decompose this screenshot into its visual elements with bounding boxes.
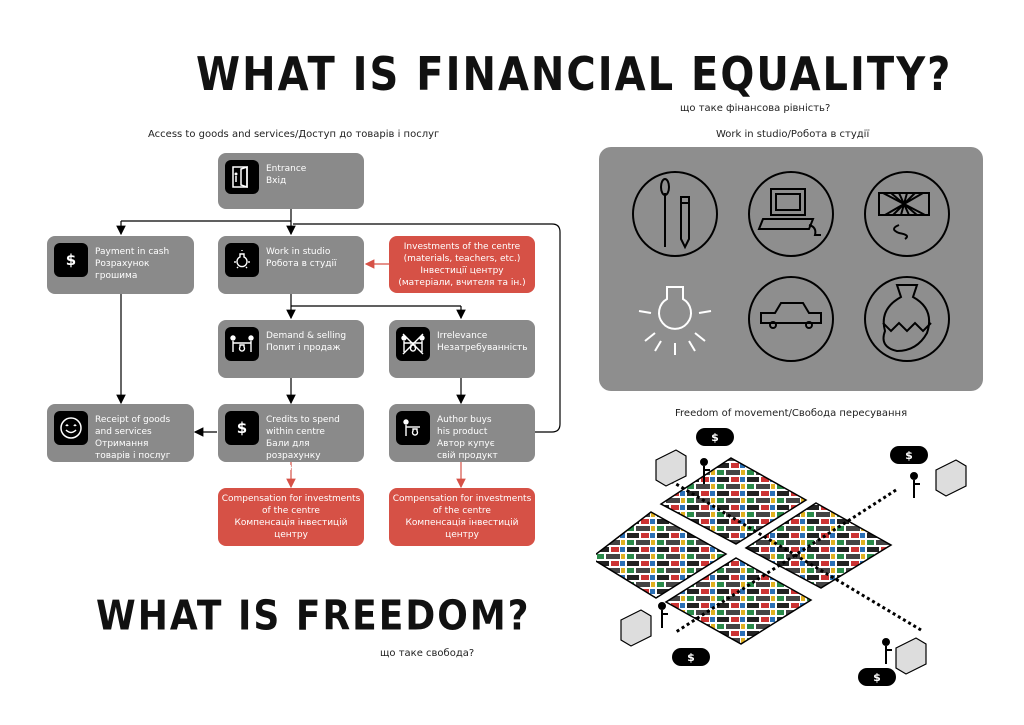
freedom-subtitle: що таке свобода?	[380, 648, 475, 659]
dollar-icon: $	[225, 411, 259, 445]
receipt-line: and services	[95, 427, 152, 437]
no-trade-icon	[396, 327, 430, 361]
author-line: свій продукт	[437, 451, 498, 461]
access-section-label: Access to goods and services/Доступ до т…	[148, 129, 440, 140]
brush-pencil-icon	[632, 171, 718, 257]
computer-icon	[748, 171, 834, 257]
trade-icon	[225, 327, 259, 361]
compensation-line: Compensation for investments	[221, 494, 361, 504]
lightbulb-icon	[638, 286, 712, 355]
irrelevance-line: Незатребуванність	[437, 343, 528, 353]
author-line: Author buys	[437, 415, 492, 425]
credits-line: within centre	[266, 427, 325, 437]
compensation-box-2: Compensation for investments of the centr…	[389, 488, 535, 546]
loom-icon	[864, 171, 950, 257]
bubble-dollar: $	[873, 671, 881, 684]
receipt-line: товарів і послуг	[95, 451, 171, 461]
credits-line: Бали для розрахунку	[266, 439, 321, 461]
studio-panel	[599, 147, 983, 391]
work-line: Робота в студії	[266, 259, 337, 269]
lightbulb-icon	[225, 243, 259, 277]
author-line: his product	[437, 427, 488, 437]
work-line: Work in studio	[266, 247, 331, 257]
payment-line: грошима	[95, 271, 138, 281]
payment-line: Розрахунок	[95, 259, 150, 269]
bubble-dollar: $	[905, 449, 913, 462]
entrance-label-ua: Вхід	[266, 176, 287, 186]
receipt-line: Отримання	[95, 439, 149, 449]
entrance-label-en: Entrance	[266, 164, 307, 174]
compensation-line: Compensation for investments	[392, 494, 532, 504]
bubble-dollar: $	[711, 431, 719, 444]
compensation-line: центру	[274, 530, 308, 540]
compensation-line: центру	[445, 530, 479, 540]
investments-box: Investments of the centre(materials, tea…	[389, 236, 535, 293]
investments-line: Інвестиції центру	[420, 265, 504, 276]
compensation-line: Компенсація інвестицій	[234, 518, 348, 528]
movement-section-label: Freedom of movement/Свобода пересування	[675, 408, 908, 419]
compensation-box-1: Compensation for investments of the centr…	[218, 488, 364, 546]
studio-section-label: Work in studio/Робота в студії	[716, 129, 870, 140]
door-icon	[225, 160, 259, 194]
movement-illustration: $ $ $ $	[596, 428, 967, 686]
credits-line: у межах центру	[266, 463, 343, 473]
compensation-line: Компенсація інвестицій	[405, 518, 519, 528]
vase-icon	[864, 276, 950, 362]
credits-line: Credits to spend	[266, 415, 340, 425]
freedom-title: WHAT IS FREEDOM?	[96, 592, 531, 641]
demand-line: Попит і продаж	[266, 343, 341, 353]
payment-line: Payment in cash	[95, 247, 170, 257]
main-subtitle: що таке фінансова рівність?	[680, 103, 831, 114]
main-title: WHAT IS FINANCIAL EQUALITY?	[196, 48, 953, 102]
receipt-line: Receipt of goods	[95, 415, 171, 425]
buyer-icon	[396, 411, 430, 445]
author-line: Автор купує	[437, 439, 495, 449]
irrelevance-line: Irrelevance	[437, 331, 488, 341]
smiley-icon	[54, 411, 88, 445]
car-icon	[748, 276, 834, 362]
dollar-icon: $	[54, 243, 88, 277]
bubble-dollar: $	[687, 651, 695, 664]
investments-line: Investments of the centre	[403, 241, 521, 252]
compensation-line: of the centre	[433, 506, 491, 516]
investments-line: (materials, teachers, etc.)	[403, 253, 521, 264]
compensation-line: of the centre	[262, 506, 320, 516]
demand-line: Demand & selling	[266, 331, 347, 341]
investments-line: (матеріали, вчителя та ін.)	[398, 277, 526, 288]
